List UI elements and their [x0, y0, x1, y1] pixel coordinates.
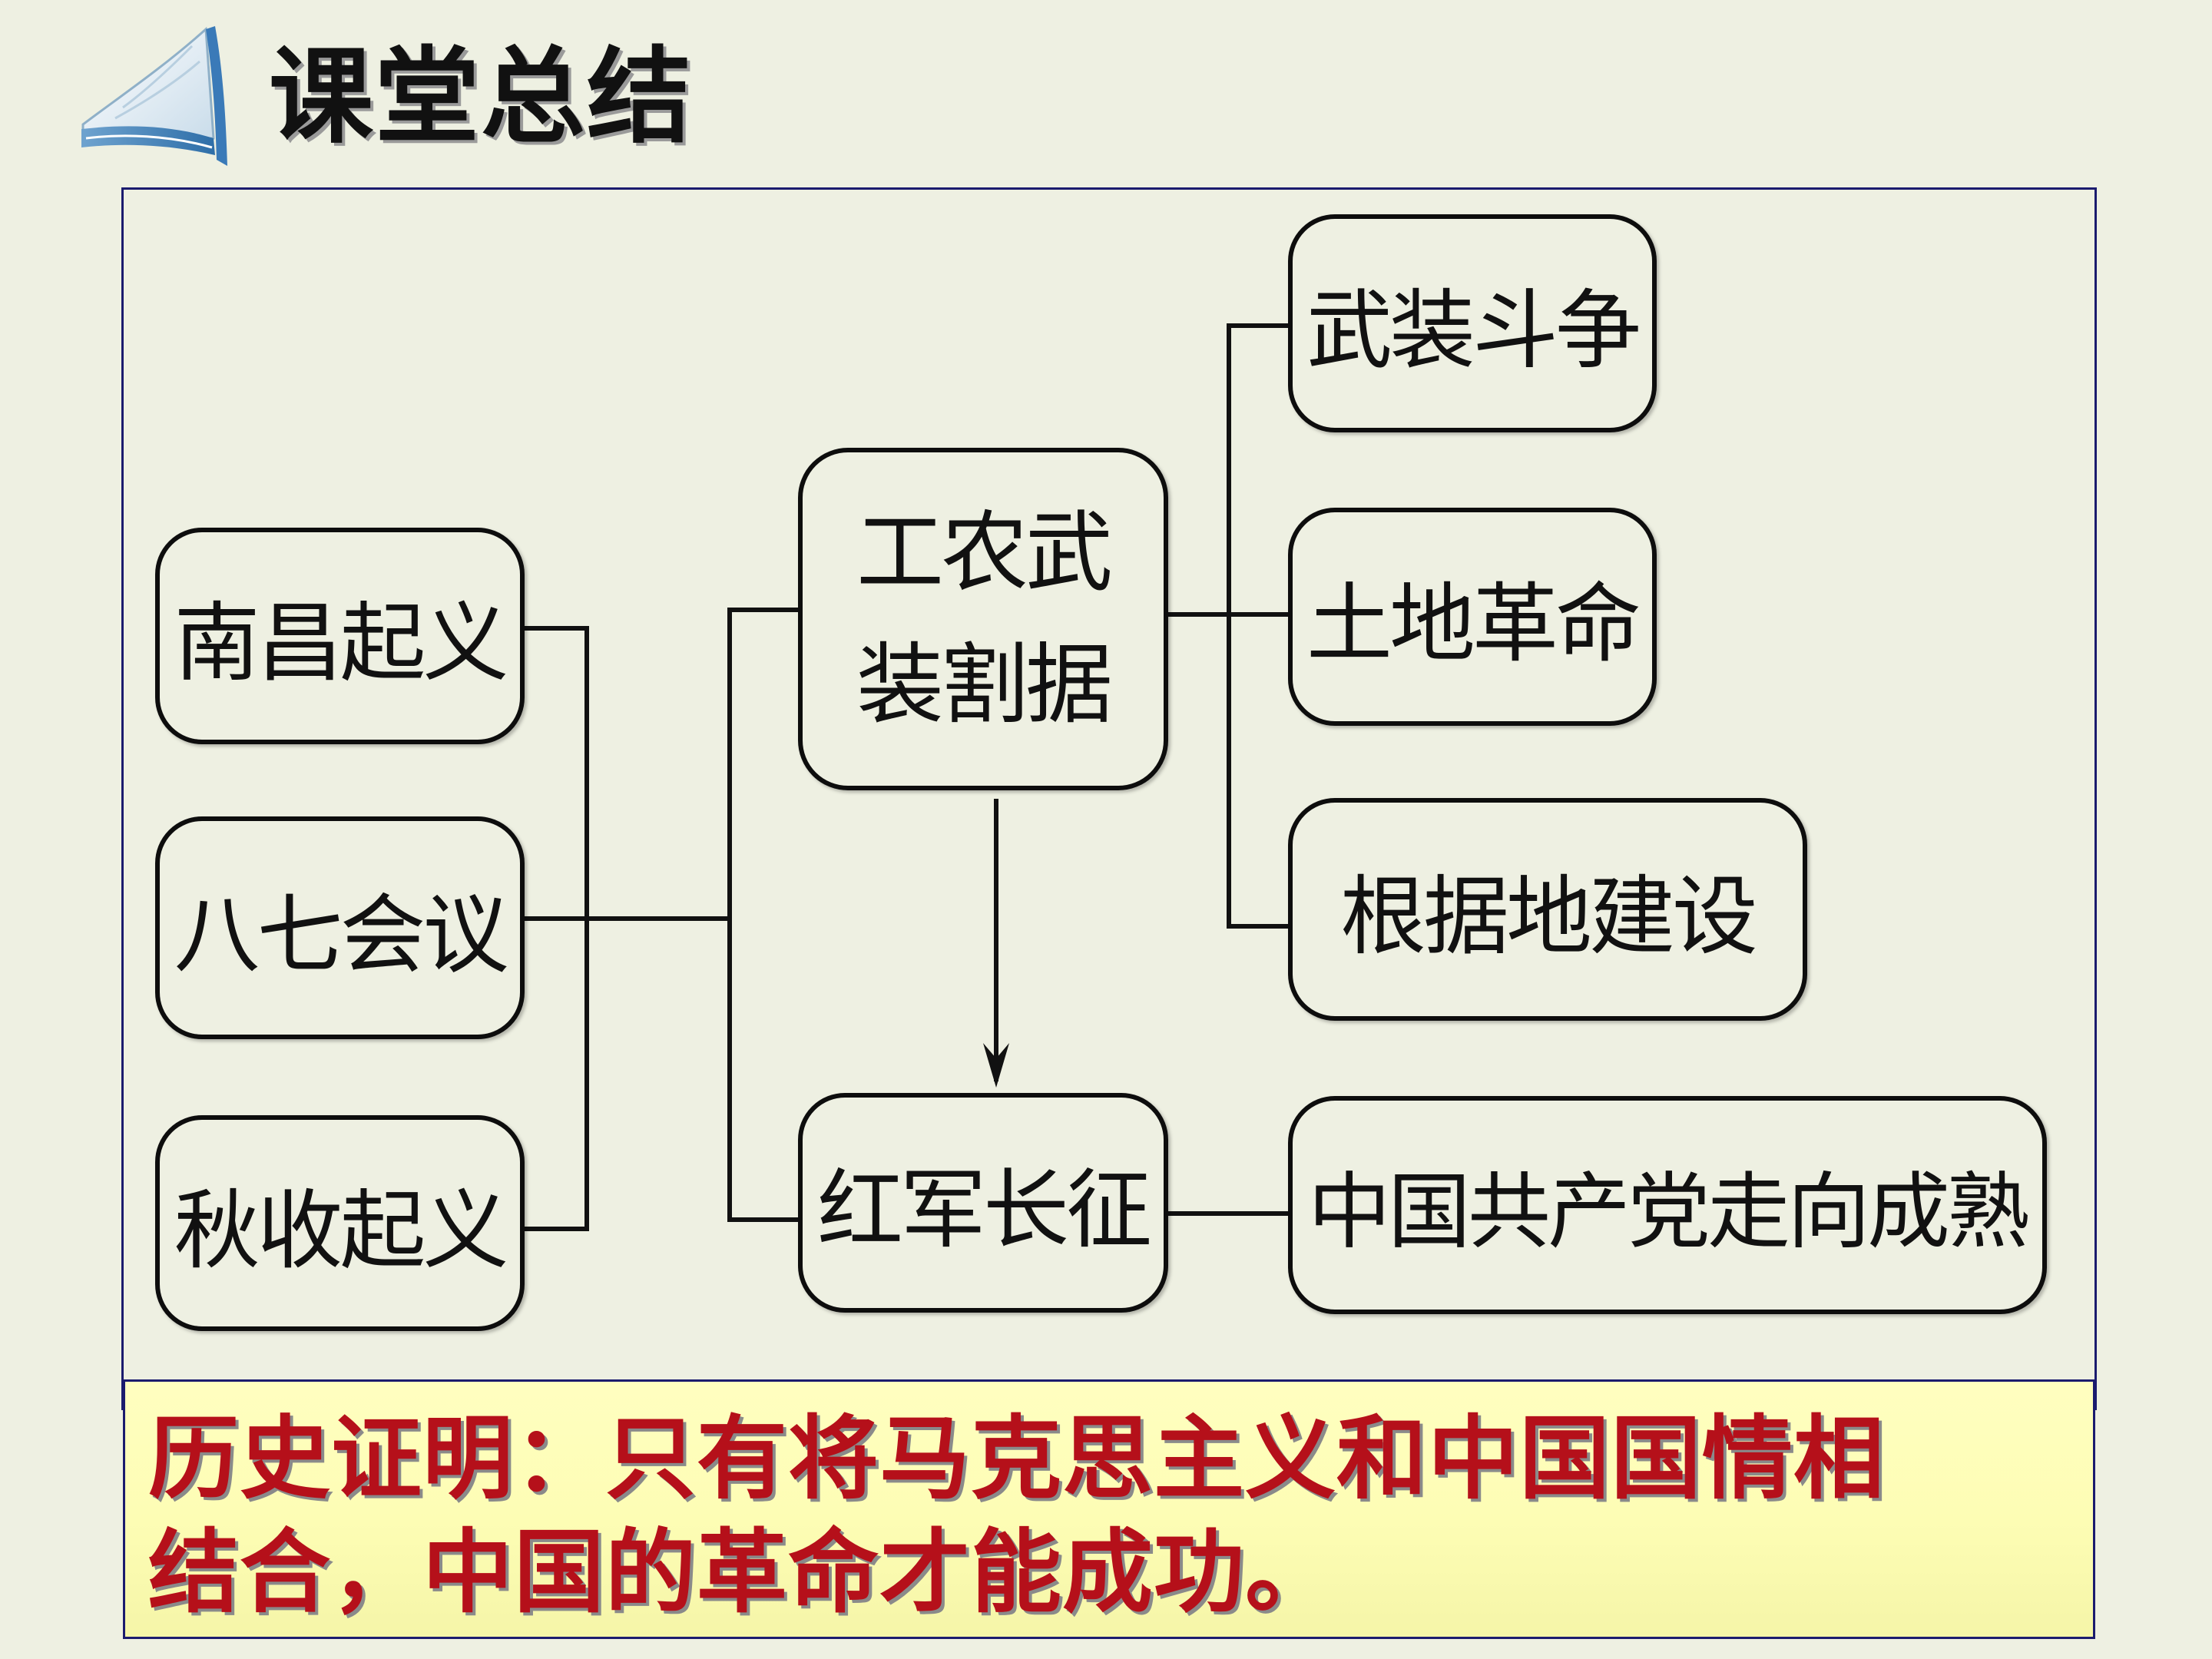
node-box-zhongguo	[1288, 1096, 2047, 1314]
node-gongnong: 工农武 装割据	[800, 450, 1166, 788]
node-box-qiushou	[155, 1115, 525, 1331]
node-box-wuzhuang	[1288, 214, 1657, 432]
node-hongjun: 红军长征	[817, 1161, 1152, 1260]
node-boxes	[155, 214, 2047, 1331]
node-box-hongjun	[798, 1093, 1168, 1313]
connector-lines	[522, 323, 1290, 1231]
node-wuzhuang: 武装斗争	[1306, 281, 1641, 381]
conclusion-line-1: 历史证明：只有将马克思主义和中国国情相	[148, 1406, 1886, 1512]
connector-trunk	[727, 608, 800, 1222]
node-genjudi: 根据地建设	[1340, 867, 1758, 967]
slide-header: 课堂总结	[0, 0, 2212, 184]
node-box-nanchang	[155, 528, 525, 744]
conclusion-line-2: 结合，中国的革命才能成功。	[148, 1519, 1337, 1625]
slide-title: 课堂总结	[269, 37, 693, 158]
conclusion-text: 历史证明：只有将马克思主义和中国国情相 结合，中国的革命才能成功。	[148, 1402, 2084, 1629]
node-tudi: 土地革命	[1306, 575, 1641, 674]
node-box-gongnong	[798, 448, 1168, 790]
node-qiushou: 秋收起义	[174, 1181, 509, 1281]
node-gongnong-line1: 工农武	[856, 502, 1113, 604]
node-box-bayi	[155, 816, 525, 1039]
node-box-tudi	[1288, 508, 1657, 726]
node-nanchang: 南昌起义	[174, 594, 509, 694]
arrow-head	[983, 1043, 1009, 1088]
open-book-icon	[81, 26, 227, 166]
conclusion-box: 历史证明：只有将马克思主义和中国国情相 结合，中国的革命才能成功。	[123, 1379, 2095, 1639]
connector-nanchang-qiushou	[522, 626, 589, 1231]
node-bayi: 八七会议	[174, 886, 509, 985]
node-box-genjudi	[1288, 798, 1807, 1021]
connector-right-bracket	[1227, 323, 1290, 929]
node-gongnong-line2: 装割据	[856, 634, 1113, 736]
node-zhongguo: 中国共产党走向成熟	[1307, 1164, 2030, 1260]
